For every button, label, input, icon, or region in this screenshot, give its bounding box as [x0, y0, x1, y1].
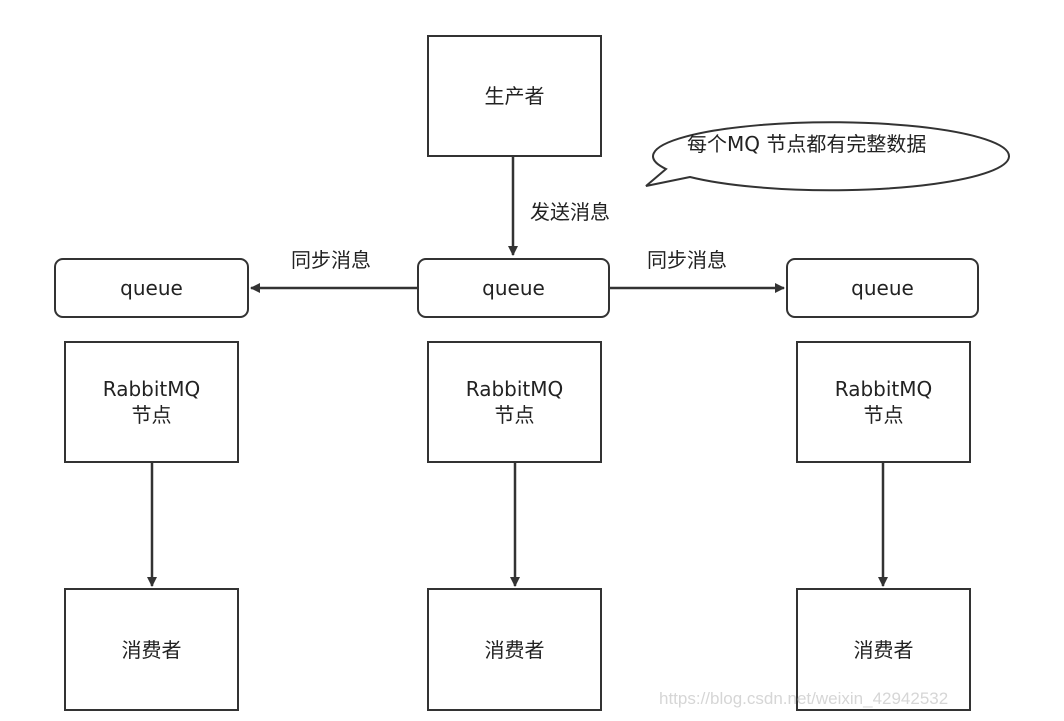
queue-label: queue [120, 276, 183, 300]
rabbitmq-node-1: RabbitMQ 节点 [64, 341, 239, 463]
producer-label: 生产者 [484, 84, 545, 108]
queue-label: queue [851, 276, 914, 300]
queue-center: queue [417, 258, 610, 318]
node-title: RabbitMQ [465, 377, 564, 401]
node-subtitle: 节点 [131, 403, 172, 427]
callout-bubble [645, 121, 1011, 192]
rabbitmq-node-2: RabbitMQ 节点 [427, 341, 602, 463]
node-title: RabbitMQ [102, 377, 201, 401]
producer-box: 生产者 [427, 35, 602, 157]
sync-message-left-label: 同步消息 [291, 248, 371, 272]
sync-message-right-label: 同步消息 [647, 248, 727, 272]
callout-text: 每个MQ 节点都有完整数据 [687, 132, 927, 156]
consumer-label: 消费者 [853, 637, 914, 662]
node-title: RabbitMQ [834, 377, 933, 401]
consumer-box-3: 消费者 [796, 588, 971, 711]
watermark: https://blog.csdn.net/weixin_42942532 [659, 689, 949, 708]
consumer-label: 消费者 [121, 637, 182, 662]
node-subtitle: 节点 [863, 403, 904, 427]
queue-label: queue [482, 276, 545, 300]
consumer-box-2: 消费者 [427, 588, 602, 711]
consumer-label: 消费者 [484, 637, 545, 662]
rabbitmq-node-3: RabbitMQ 节点 [796, 341, 971, 463]
send-message-label: 发送消息 [530, 200, 610, 224]
queue-right: queue [786, 258, 979, 318]
consumer-box-1: 消费者 [64, 588, 239, 711]
queue-left: queue [54, 258, 249, 318]
node-subtitle: 节点 [494, 403, 535, 427]
